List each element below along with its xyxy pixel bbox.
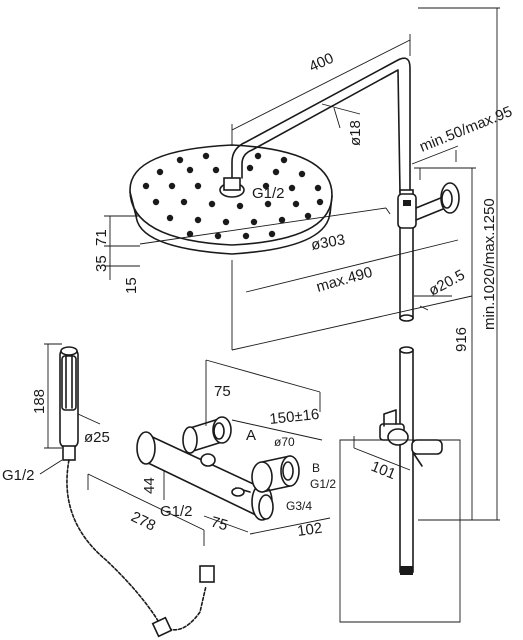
hose-connection-label: G1/2 [2, 467, 35, 484]
hand-shower-length-label: 188 [31, 389, 48, 414]
knob-diameter-label: ø70 [274, 435, 295, 449]
bar-diameter-label: ø20.5 [426, 267, 468, 300]
inlet-thread-34-label: G3/4 [286, 499, 312, 513]
valve-length-label: 278 [128, 508, 158, 534]
valve-spacing-label: 150±16 [269, 406, 320, 428]
slider-offset-label: min.50/max.95 [417, 103, 515, 156]
hand-shower [59, 346, 79, 461]
hand-shower-diameter-label: ø25 [84, 429, 110, 446]
head-height-35-label: 35 [93, 255, 110, 272]
head-height-15-label: 15 [123, 277, 140, 294]
valve-inlet-label: G1/2 [160, 503, 193, 520]
label-b: B [312, 461, 320, 475]
shower-head [129, 144, 333, 255]
shower-hose [66, 459, 215, 638]
valve-depth-75-label: 75 [209, 514, 230, 535]
total-height-label: min.1020/max.1250 [481, 198, 498, 330]
bar-height-label: 916 [453, 327, 470, 352]
head-connection-label: G1/2 [252, 185, 285, 202]
bracket-width-label: 101 [369, 458, 399, 483]
riser-bar-lower [399, 346, 414, 575]
valve-width-label: 102 [296, 520, 323, 540]
max-reach-label: max.490 [314, 264, 374, 296]
outlet-b-thread-label: G1/2 [310, 477, 336, 491]
hand-shower-bracket [379, 409, 443, 467]
head-diameter-label: ø303 [310, 231, 347, 254]
slider-holder [397, 182, 460, 229]
overhead-arm [231, 57, 411, 193]
thermostatic-valve [136, 416, 300, 521]
arm-length-label: 400 [307, 50, 337, 76]
arm-diameter-label: ø18 [347, 120, 364, 146]
valve-height-44-label: 44 [141, 477, 158, 494]
head-height-71-label: 71 [93, 229, 110, 246]
label-a: A [246, 427, 256, 444]
shower-head-nozzles [142, 152, 324, 240]
valve-top-75-label: 75 [214, 383, 231, 400]
dimension-lines [39, 7, 500, 623]
